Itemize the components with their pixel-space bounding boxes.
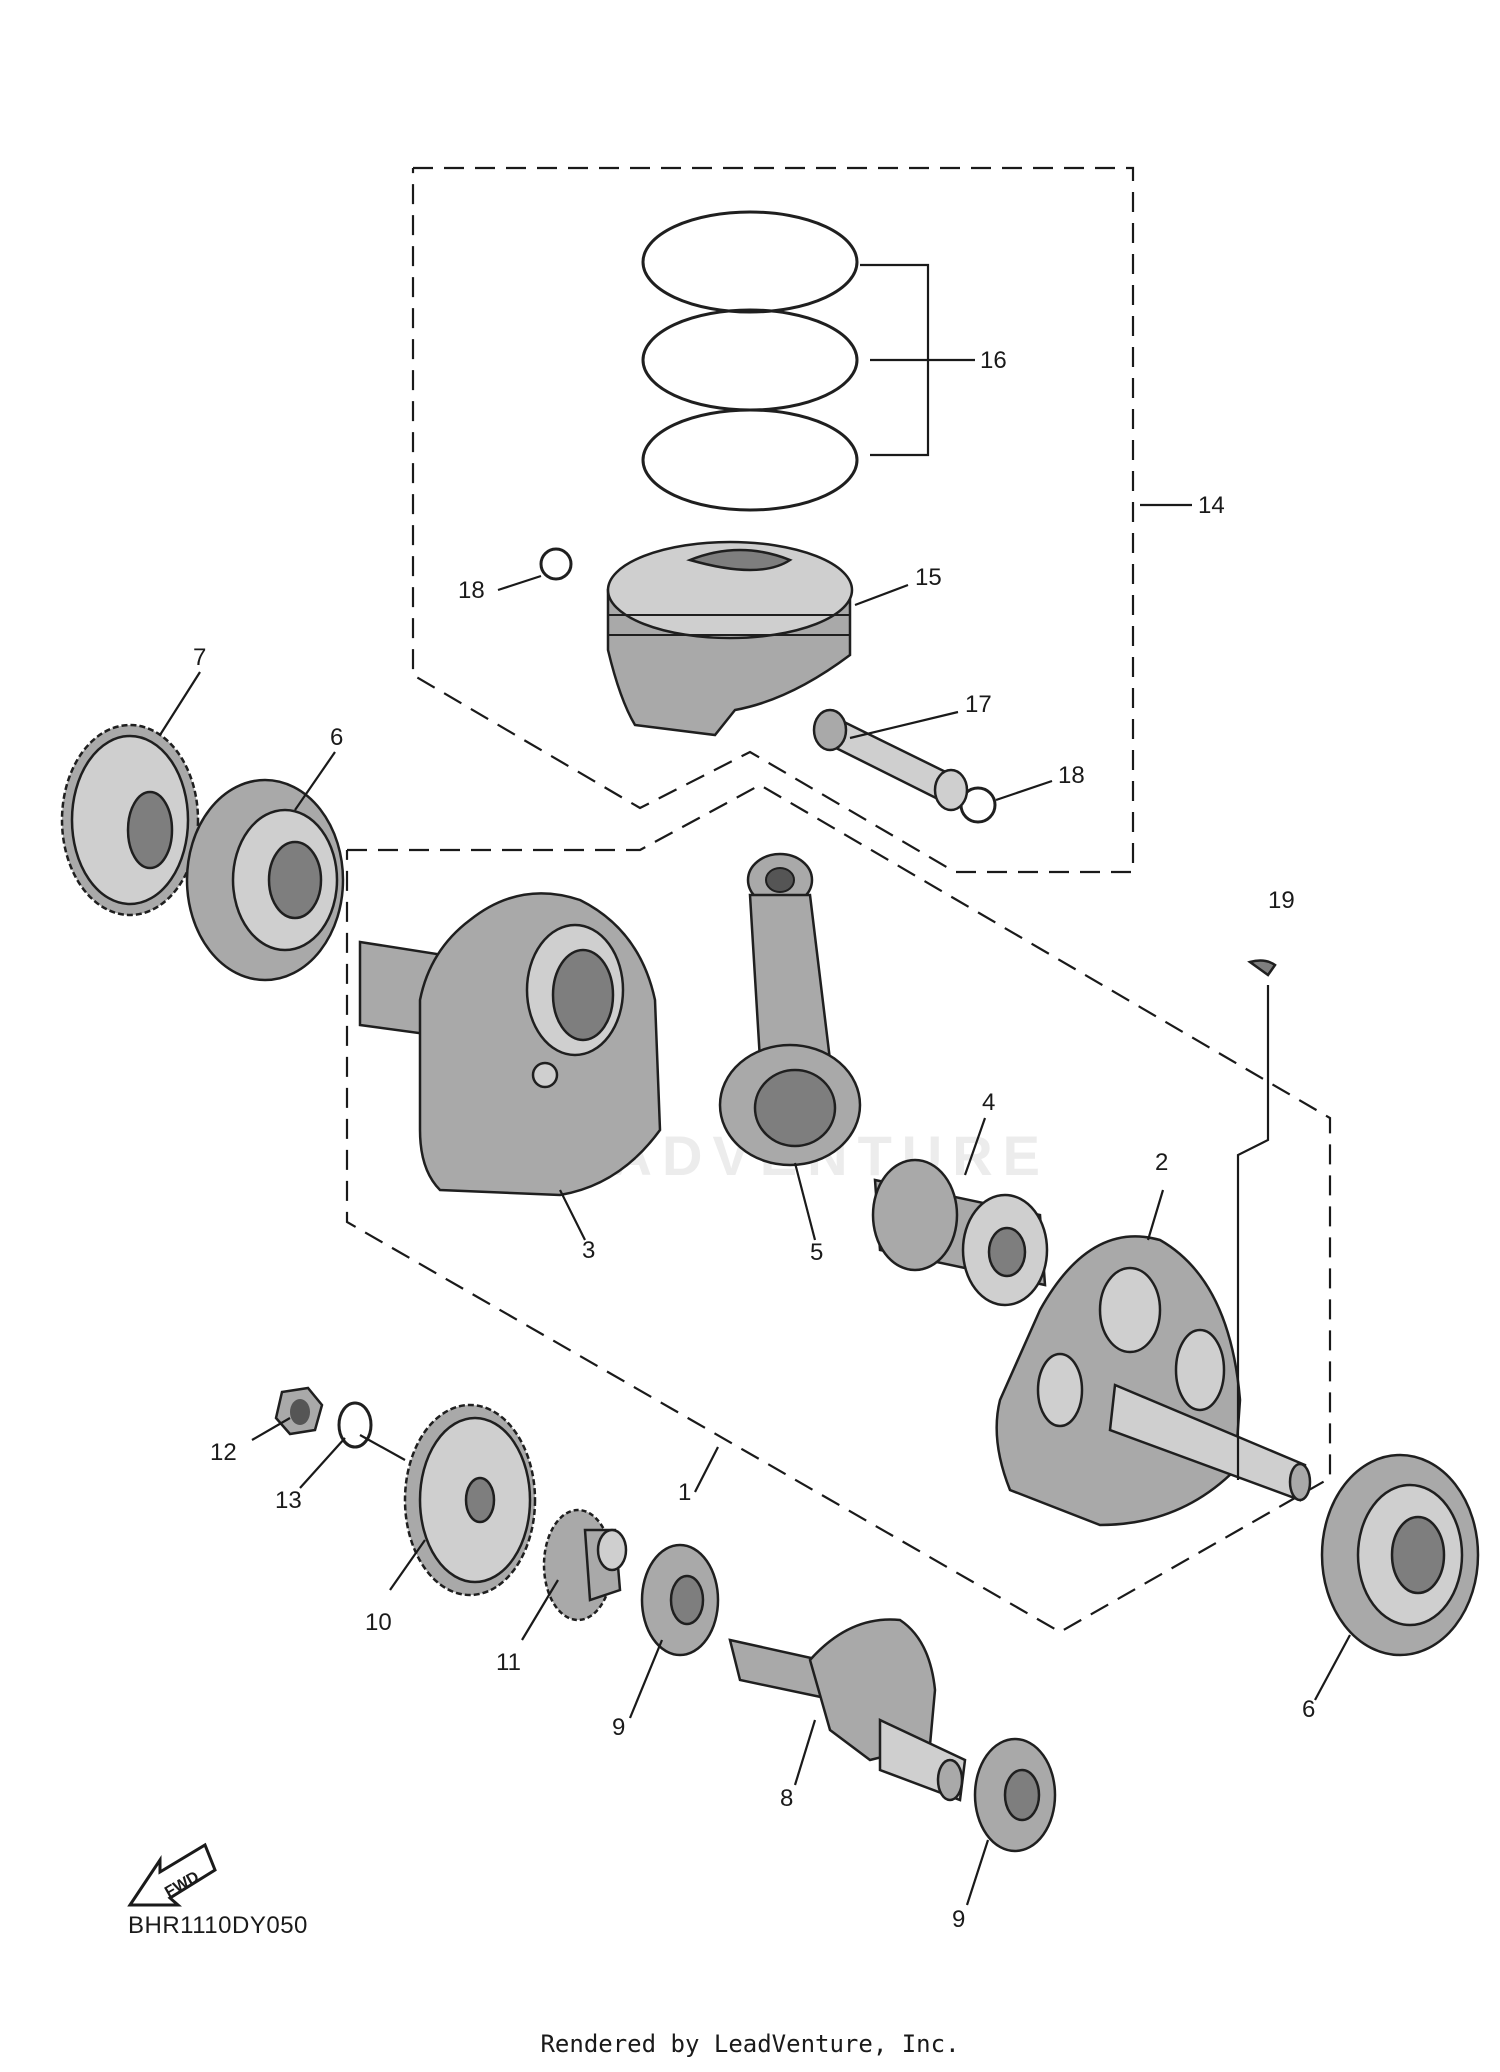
callout-19: 19 [1268, 887, 1295, 914]
crankshaft-left-half [358, 892, 662, 1197]
lock-washer [337, 1401, 373, 1449]
callout-9-lower: 9 [952, 1906, 965, 1933]
callout-8: 8 [780, 1785, 793, 1812]
fwd-arrow-icon: FWD [127, 1842, 217, 1907]
drive-gear-7 [60, 723, 200, 917]
callout-12: 12 [210, 1439, 237, 1466]
balancer-gear-11 [542, 1508, 628, 1622]
balancer-drive-gear-10 [403, 1403, 537, 1597]
callout-labels: 1 2 3 4 5 6 6 7 8 9 9 10 11 12 13 14 15 … [193, 347, 1315, 1933]
piston-kit-boundary [411, 166, 1135, 874]
callout-17: 17 [965, 691, 992, 718]
callout-14: 14 [1198, 492, 1225, 519]
callout-4: 4 [982, 1089, 995, 1116]
callout-11: 11 [496, 1649, 521, 1676]
woodruff-key [1247, 959, 1277, 977]
callout-5: 5 [810, 1239, 823, 1266]
crank-pin [871, 1158, 1049, 1307]
callout-18-left: 18 [458, 577, 485, 604]
callout-9-upper: 9 [612, 1714, 625, 1741]
piston-pin [812, 708, 969, 812]
balancer-bearing-lower [973, 1737, 1057, 1853]
callout-2: 2 [1155, 1149, 1168, 1176]
callout-6-left: 6 [330, 724, 343, 751]
callout-16: 16 [980, 347, 1007, 374]
callout-7: 7 [193, 644, 206, 671]
piston-rings-group [641, 210, 859, 512]
connecting-rod [718, 852, 862, 1167]
callout-3: 3 [582, 1237, 595, 1264]
piston-pin-clip-left [539, 547, 573, 581]
piston [606, 540, 854, 737]
render-credit: Rendered by LeadVenture, Inc. [540, 2030, 960, 2058]
diagram-code: BHR1110DY050 [128, 1912, 308, 1939]
piston-ring-middle [641, 308, 859, 412]
callout-15: 15 [915, 564, 942, 591]
crank-bearing-right [1320, 1453, 1480, 1657]
piston-ring-top [641, 210, 859, 314]
nut [274, 1386, 324, 1436]
balancer-bearing-upper [640, 1543, 720, 1657]
piston-ring-oil [641, 408, 859, 512]
crank-assembly-boundary [345, 783, 1332, 1634]
crankshaft-right-half [995, 1235, 1312, 1527]
callout-6-right: 6 [1302, 1696, 1315, 1723]
callout-18-right: 18 [1058, 762, 1085, 789]
crank-bearing-left [185, 778, 345, 982]
leader-19 [1236, 985, 1270, 1480]
callout-10: 10 [365, 1609, 392, 1636]
callout-13: 13 [275, 1487, 302, 1514]
balancer-shaft [728, 1618, 967, 1802]
leader-lines [159, 503, 1351, 1906]
callout-1: 1 [678, 1479, 691, 1506]
